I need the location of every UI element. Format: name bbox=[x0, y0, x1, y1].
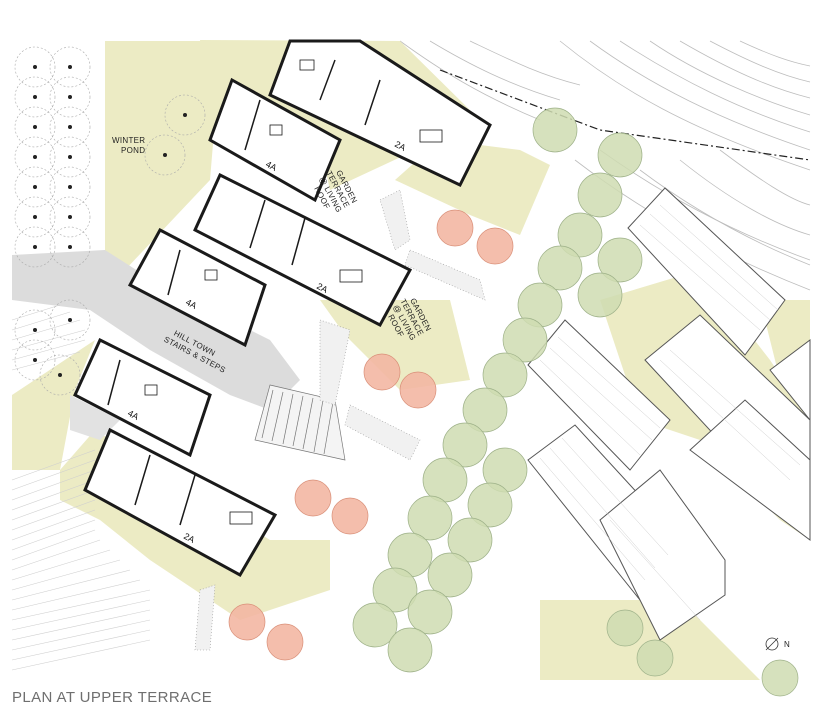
unit-label-4a-3: 4A bbox=[126, 408, 140, 422]
unit-label-2a-bottom: 2A bbox=[182, 531, 196, 545]
trees-green bbox=[352, 107, 799, 697]
unit-2a-top bbox=[268, 39, 492, 187]
unit-2a-bottom bbox=[83, 427, 278, 578]
unit-2a-mid bbox=[193, 172, 413, 328]
roof-5 bbox=[599, 469, 726, 641]
gravel-beds bbox=[194, 189, 486, 651]
winter-pond-label-line2: POND bbox=[121, 146, 145, 155]
north-arrow-icon bbox=[765, 637, 779, 651]
garden-terrace-mid-label: GARDEN TERRACE @ LIVING ROOF bbox=[386, 297, 433, 342]
roof-6 bbox=[689, 399, 811, 541]
trees-red bbox=[228, 209, 514, 661]
unit-4a-1 bbox=[208, 77, 342, 203]
unit-label-4a-2: 4A bbox=[184, 297, 198, 311]
plan-caption: PLAN AT UPPER TERRACE bbox=[12, 689, 213, 706]
units bbox=[73, 39, 492, 578]
orchard bbox=[14, 46, 206, 396]
roof-2 bbox=[527, 319, 671, 471]
roof-7 bbox=[769, 339, 811, 422]
unit-4a-3 bbox=[73, 337, 212, 458]
unit-4a-2 bbox=[127, 227, 267, 348]
unit-label-2a-mid: 2A bbox=[315, 281, 329, 295]
stairs bbox=[254, 384, 346, 461]
hill-town-path bbox=[12, 250, 300, 440]
roof-hatch bbox=[539, 204, 801, 621]
unit-label-2a-top: 2A bbox=[393, 139, 407, 153]
unit-label-4a-1: 4A bbox=[264, 159, 278, 173]
roof-1 bbox=[627, 187, 786, 356]
north-arrow: N bbox=[765, 637, 790, 651]
left-hatch bbox=[11, 304, 151, 671]
winter-pond-label-line1: WINTER bbox=[112, 136, 145, 145]
north-label: N bbox=[784, 640, 790, 649]
